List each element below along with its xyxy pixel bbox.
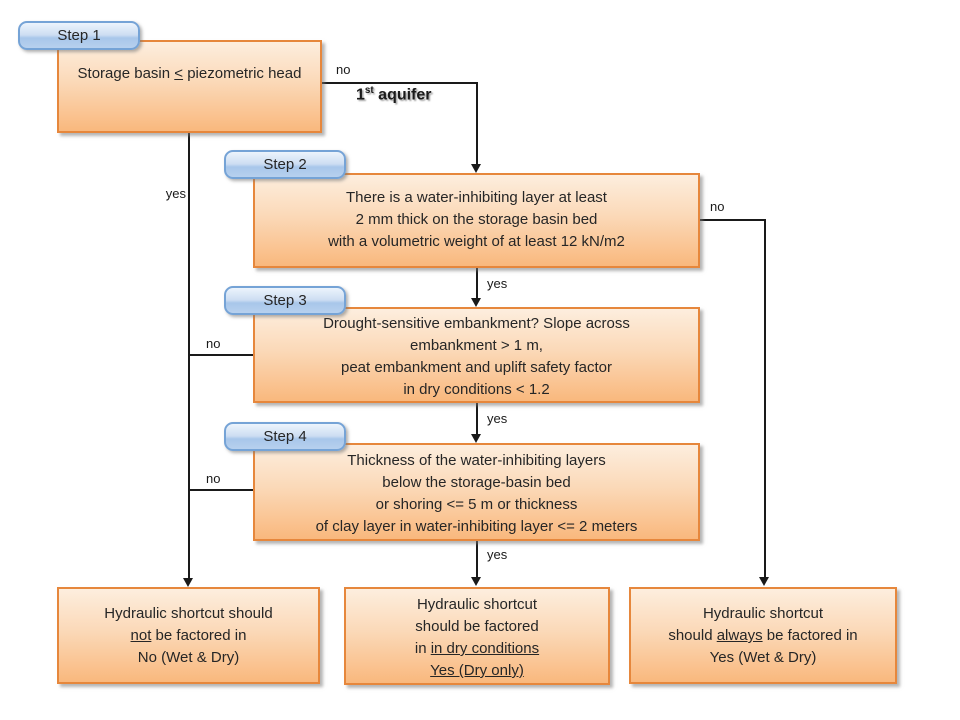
connector-step1-no-line-v (476, 82, 478, 165)
label-step1-no: no (336, 62, 351, 77)
connector-step2-no-line-h (700, 219, 766, 221)
arrowhead-down-icon (759, 577, 769, 586)
connector-step1-yes-line (188, 133, 190, 578)
step2-badge: Step 2 (224, 150, 346, 179)
label-step4-no: no (206, 471, 221, 486)
label-step2-yes: yes (487, 276, 508, 291)
arrowhead-down-icon (471, 577, 481, 586)
label-step3-yes: yes (487, 411, 508, 426)
label-step4-yes: yes (487, 547, 508, 562)
step1-decision-box: Storage basin < piezometric head (57, 40, 322, 133)
label-first-aquifer: 1st aquifer (356, 85, 432, 104)
step2-decision-box: There is a water-inhibiting layer at lea… (253, 173, 700, 268)
connector-step4-no-line (189, 489, 253, 491)
arrowhead-down-icon (471, 164, 481, 173)
step3-badge: Step 3 (224, 286, 346, 315)
label-step3-no: no (206, 336, 221, 351)
label-step1-yes: yes (165, 186, 186, 201)
label-step2-no: no (710, 199, 725, 214)
connector-step2-no-line-v (764, 219, 766, 578)
step1-badge: Step 1 (18, 21, 140, 50)
arrowhead-down-icon (183, 578, 193, 587)
arrowhead-down-icon (471, 298, 481, 307)
connector-step3-no-line (189, 354, 253, 356)
step4-decision-box: Thickness of the water-inhibiting layers… (253, 443, 700, 541)
arrowhead-down-icon (471, 434, 481, 443)
step3-decision-box: Drought-sensitive embankment? Slope acro… (253, 307, 700, 403)
connector-step1-no-line-h (322, 82, 478, 84)
connector-step4-yes-line (476, 541, 478, 578)
step4-badge: Step 4 (224, 422, 346, 451)
connector-step3-yes-line (476, 403, 478, 435)
connector-step2-yes-line (476, 268, 478, 299)
